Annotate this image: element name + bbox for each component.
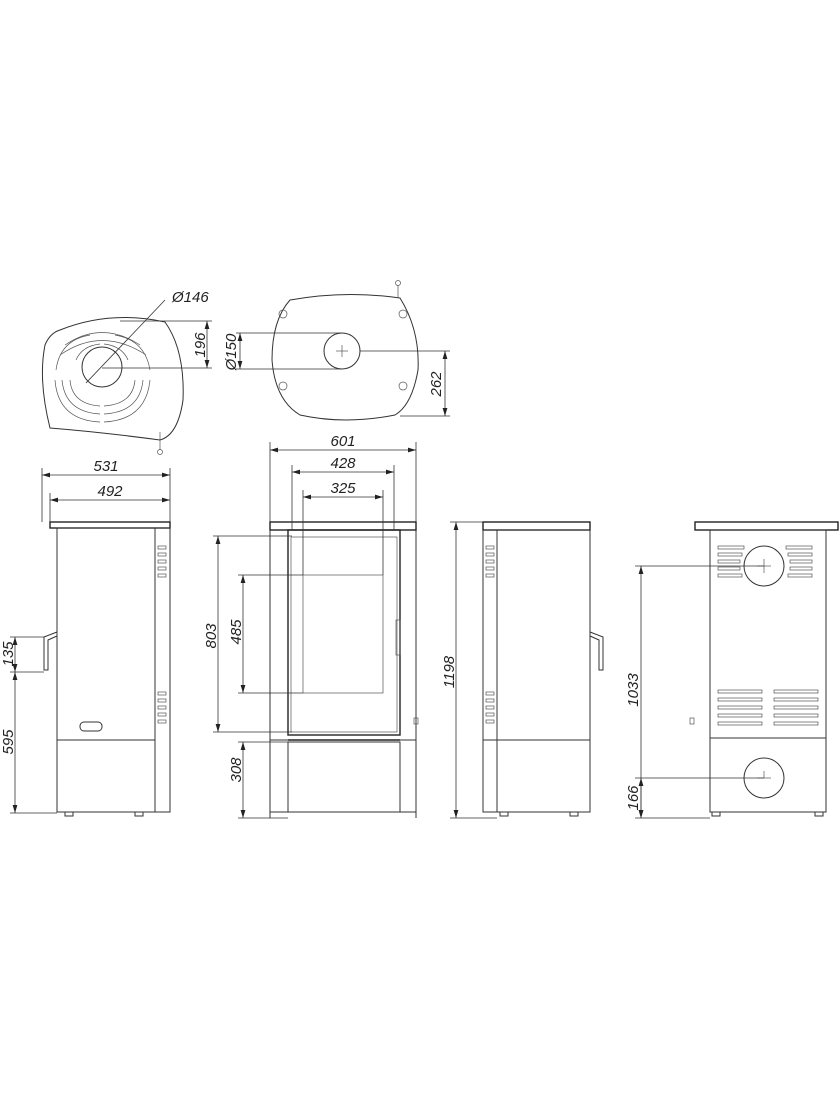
- dim-overall-width: 601: [330, 433, 355, 450]
- dim-glass-width: 325: [330, 480, 356, 497]
- dim-rear-top-outlet-height: 1033: [625, 673, 642, 707]
- dim-flue-top-diameter: Ø146: [171, 289, 209, 306]
- rear-vents: [717, 545, 819, 726]
- dim-door-width: 428: [330, 455, 356, 472]
- latch: [79, 721, 103, 732]
- rear-view: 1033 166: [625, 521, 839, 819]
- dim-rear-bottom-inlet-height: 166: [625, 785, 642, 811]
- dim-base-height: 308: [228, 757, 245, 783]
- dim-flue-rear-diameter: Ø150: [223, 333, 240, 371]
- top-view: Ø146 196: [41, 289, 212, 455]
- side-view-right: 1198: [441, 521, 604, 819]
- side-view-left: 531 492 135 595: [0, 458, 171, 817]
- dim-overall-depth: 531: [93, 458, 118, 475]
- front-view: 601 428 325 803 485 308: [203, 433, 419, 819]
- dim-handle-height: 135: [0, 641, 17, 667]
- glass: [302, 574, 384, 694]
- dim-flue-top-offset: 196: [192, 332, 209, 358]
- dim-body-depth: 492: [97, 483, 123, 500]
- dim-door-height: 803: [203, 623, 220, 649]
- dim-flue-rear-offset: 262: [428, 371, 445, 398]
- top-view-rear: Ø150 262: [223, 280, 450, 421]
- flue-outlet-top: [81, 346, 123, 388]
- dim-glass-height: 485: [228, 619, 245, 645]
- dim-overall-height: 1198: [441, 655, 458, 688]
- dim-handle-offset: 595: [0, 729, 17, 755]
